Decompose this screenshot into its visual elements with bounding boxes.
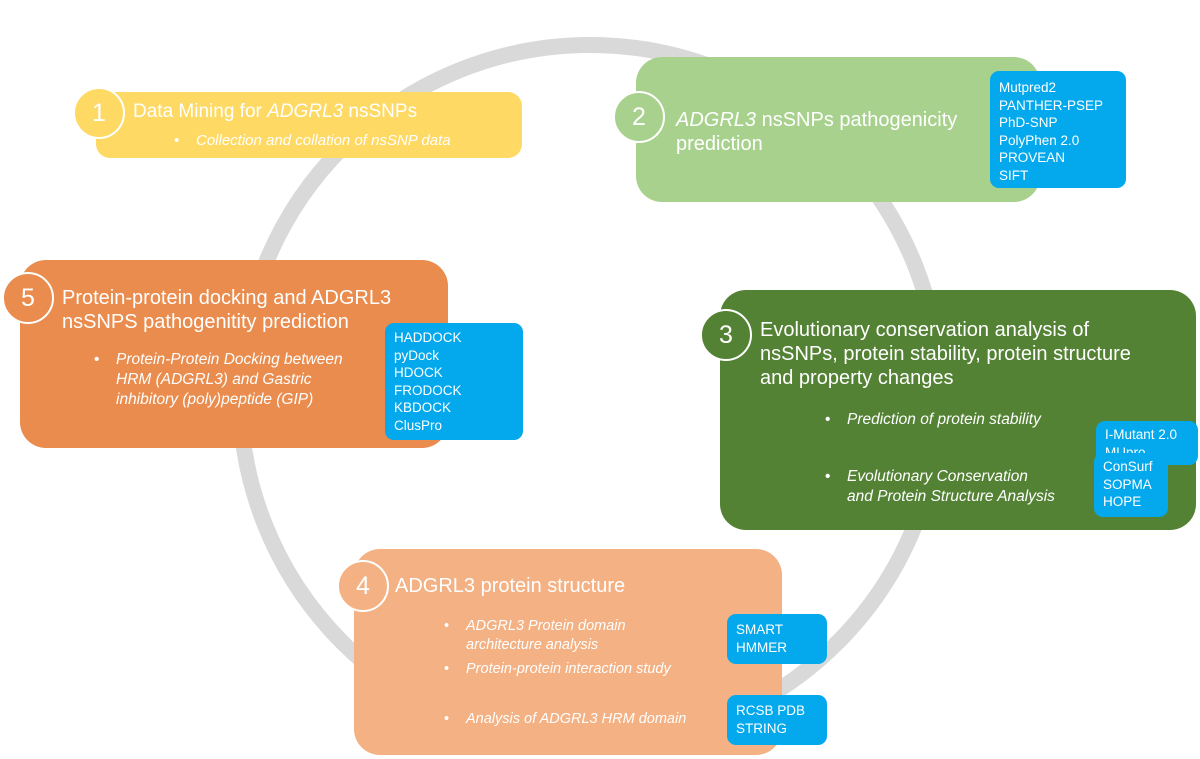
step-5-number-badge: 5: [2, 272, 54, 324]
step-1-title-pre: Data Mining for: [133, 101, 268, 122]
tool-phd-snp: PhD-SNP: [999, 115, 1058, 130]
step-2-number-badge: 2: [613, 91, 665, 143]
bullet-dot: •: [444, 661, 450, 677]
bullet-dot: •: [444, 711, 450, 727]
step-5-bullet-line2: HRM (ADGRL3) and Gastric: [116, 371, 312, 388]
tool-sift: SIFT: [999, 167, 1029, 183]
step-1-bullet-text: Collection and collation of nsSNP data: [196, 132, 451, 149]
step-4-tools-domain: SMART HMMER: [727, 614, 827, 664]
tool-panther-psep: PANTHER-PSEP: [999, 97, 1104, 113]
step-3-bullet-stability: • Prediction of protein stability: [825, 410, 1041, 429]
step-3-title: Evolutionary conservation analysis of ns…: [760, 318, 1131, 390]
step-4-number-badge: 4: [337, 560, 389, 612]
tool-polyphen: PolyPhen 2.0: [999, 132, 1080, 148]
step-4-bullet-domain-line2: architecture analysis: [466, 637, 599, 653]
step-4-bullet-hrm-text: Analysis of ADGRL3 HRM domain: [466, 711, 687, 727]
step-3-tools-stability: I-Mutant 2.0 MUpro: [1096, 421, 1198, 465]
step-2-tools-box: Mutpred2 PANTHER-PSEP PhD-SNP PolyPhen 2…: [990, 71, 1126, 188]
step-5-number: 5: [21, 283, 35, 312]
tool-hdock: HDOCK: [394, 365, 443, 380]
step-5-bullet: • Protein-Protein Docking between HRM (A…: [94, 350, 343, 410]
step-3-bullet-conservation-line2: and Protein Structure Analysis: [847, 488, 1055, 505]
step-3-title-line2: nsSNPs, protein stability, protein struc…: [760, 343, 1131, 365]
tool-rcsb-pdb: RCSB PDB: [736, 703, 806, 718]
tool-pydock: pyDock: [394, 347, 440, 363]
tool-smart: SMART: [736, 622, 784, 637]
step-3-bullet-conservation-line1: Evolutionary Conservation: [847, 468, 1028, 485]
tool-provean: PROVEAN: [999, 150, 1066, 165]
step-2-title-line2: prediction: [676, 133, 763, 155]
tool-hmmer: HMMER: [736, 639, 787, 655]
tool-frodock: FRODOCK: [394, 382, 462, 398]
step-1-number-badge: 1: [73, 87, 125, 139]
step-3-title-line3: and property changes: [760, 367, 954, 389]
step-2-number: 2: [632, 102, 646, 131]
tool-kbdock: KBDOCK: [394, 400, 452, 415]
tool-string: STRING: [736, 720, 788, 736]
step-3-title-line1: Evolutionary conservation analysis of: [760, 319, 1090, 341]
step-5-title-line2: nsSNPS pathogenitity prediction: [62, 311, 349, 333]
step-3-bullet-stability-text: Prediction of protein stability: [847, 411, 1041, 428]
step-1-title-gene: ADGRL3: [267, 101, 344, 122]
step-3-number: 3: [719, 320, 733, 349]
step-5-bullet-line1: Protein-Protein Docking between: [116, 351, 343, 368]
step-4-bullet-hrm: • Analysis of ADGRL3 HRM domain: [444, 710, 687, 729]
step-2-title-gene: ADGRL3: [676, 109, 757, 131]
step-5-box: [20, 260, 448, 448]
step-1-number: 1: [92, 98, 106, 127]
step-1-bullet: • Collection and collation of nsSNP data: [174, 131, 451, 150]
step-5-title-line1: Protein-protein docking and ADGRL3: [62, 287, 392, 309]
step-2-title: ADGRL3 nsSNPs pathogenicity prediction: [676, 108, 957, 156]
tool-sopma: SOPMA: [1103, 476, 1152, 492]
bullet-dot: •: [825, 411, 831, 428]
step-1-box: [96, 92, 522, 158]
step-4-bullet-domain-line1: ADGRL3 Protein domain: [466, 618, 626, 634]
step-4-box: [354, 549, 782, 755]
step-2-box: [636, 57, 1040, 202]
step-1-title: Data Mining for ADGRL3 nsSNPs: [133, 100, 417, 124]
step-4-bullet-ppi-text: Protein-protein interaction study: [466, 661, 671, 677]
bullet-dot: •: [825, 468, 831, 485]
step-3-number-badge: 3: [700, 309, 752, 361]
tool-i-mutant: I-Mutant 2.0: [1105, 427, 1178, 442]
tool-consurf: ConSurf: [1103, 459, 1153, 474]
step-1-title-post: nsSNPs: [343, 101, 418, 122]
step-5-tools-box: HADDOCK pyDock HDOCK FRODOCK KBDOCK Clus…: [385, 323, 523, 440]
bullet-dot: •: [94, 351, 100, 368]
step-4-number: 4: [356, 571, 370, 600]
tool-mutpred2: Mutpred2: [999, 80, 1057, 95]
step-4-title: ADGRL3 protein structure: [395, 574, 625, 598]
bullet-dot: •: [174, 132, 180, 149]
tool-cluspro: ClusPro: [394, 417, 443, 433]
step-4-bullet-ppi: • Protein-protein interaction study: [444, 660, 671, 679]
step-4-title-text: ADGRL3 protein structure: [395, 575, 626, 597]
step-2-title-post: nsSNPs pathogenicity: [756, 109, 958, 131]
step-3-bullet-conservation: • Evolutionary Conservation and Protein …: [825, 467, 1055, 507]
step-5-title: Protein-protein docking and ADGRL3 nsSNP…: [62, 286, 391, 334]
step-5-bullet-line3: inhibitory (poly)peptide (GIP): [116, 391, 314, 408]
tool-haddock: HADDOCK: [394, 330, 462, 345]
step-4-bullet-domain: • ADGRL3 Protein domain architecture ana…: [444, 617, 626, 655]
tool-hope: HOPE: [1103, 494, 1142, 509]
bullet-dot: •: [444, 618, 450, 634]
step-3-tools-conservation: ConSurf SOPMA HOPE: [1094, 453, 1168, 517]
step-4-tools-structure: RCSB PDB STRING: [727, 695, 827, 745]
